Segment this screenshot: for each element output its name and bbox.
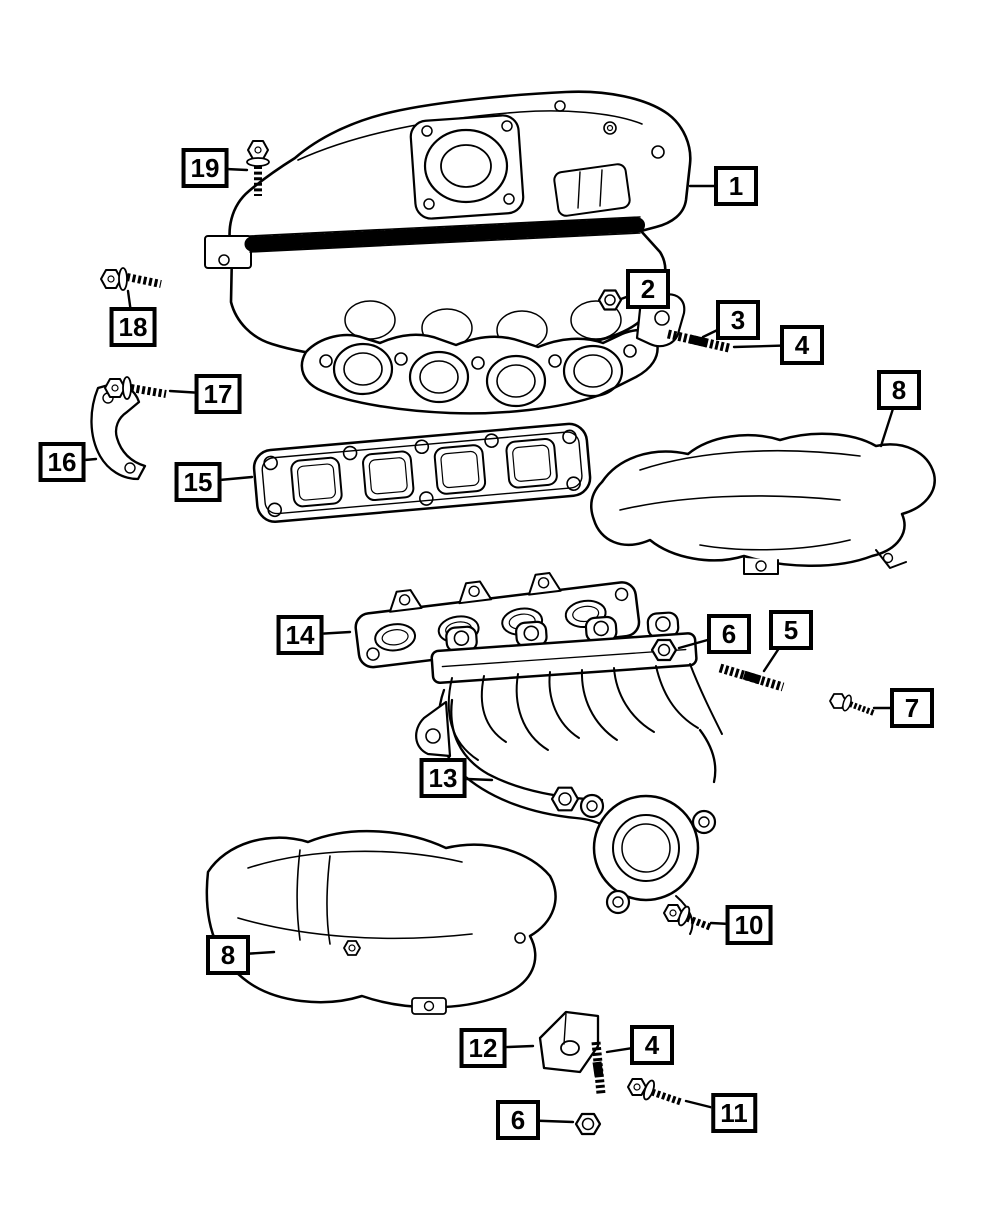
bolt-10-drawing	[663, 904, 712, 931]
callout-17[interactable]: 17	[194, 374, 242, 414]
callout-12[interactable]: 12	[459, 1028, 507, 1068]
intake-manifold-drawing	[204, 90, 692, 415]
stud-5-drawing	[718, 663, 785, 692]
upper-heat-shield-drawing	[590, 432, 936, 575]
callout-4[interactable]: 4	[630, 1025, 674, 1065]
stud-4-lower-drawing	[591, 1041, 606, 1095]
nut-6-upper-drawing	[650, 638, 678, 662]
callout-16[interactable]: 16	[38, 442, 86, 482]
lower-heat-shield-drawing	[205, 829, 557, 1015]
callout-8[interactable]: 8	[877, 370, 921, 410]
callout-5[interactable]: 5	[769, 610, 813, 650]
callout-4[interactable]: 4	[780, 325, 824, 365]
callout-7[interactable]: 7	[890, 688, 934, 728]
bolt-17-drawing	[104, 376, 167, 400]
bolt-19-drawing	[246, 140, 270, 196]
callout-6[interactable]: 6	[707, 614, 751, 654]
bracket-drawing	[538, 1010, 600, 1074]
callout-11[interactable]: 11	[711, 1093, 757, 1133]
callout-18[interactable]: 18	[109, 307, 157, 347]
callout-13[interactable]: 13	[419, 758, 467, 798]
stud-3-drawing	[666, 329, 731, 353]
callout-3[interactable]: 3	[716, 300, 760, 340]
exhaust-manifold-drawing	[415, 611, 723, 935]
callout-14[interactable]: 14	[276, 615, 324, 655]
bolt-18-drawing	[100, 267, 162, 291]
callout-10[interactable]: 10	[725, 905, 773, 945]
nut-2-drawing	[597, 289, 623, 311]
callout-1[interactable]: 1	[714, 166, 758, 206]
support-bracket-drawing	[90, 382, 147, 481]
callout-15[interactable]: 15	[174, 462, 222, 502]
callout-2[interactable]: 2	[626, 269, 670, 309]
callout-8[interactable]: 8	[206, 935, 250, 975]
callout-6[interactable]: 6	[496, 1100, 540, 1140]
bolt-11-drawing	[627, 1078, 683, 1106]
intake-gasket-drawing	[252, 422, 592, 523]
callout-19[interactable]: 19	[181, 148, 229, 188]
nut-6-lower-drawing	[574, 1112, 602, 1136]
screw-7-drawing	[829, 693, 876, 716]
